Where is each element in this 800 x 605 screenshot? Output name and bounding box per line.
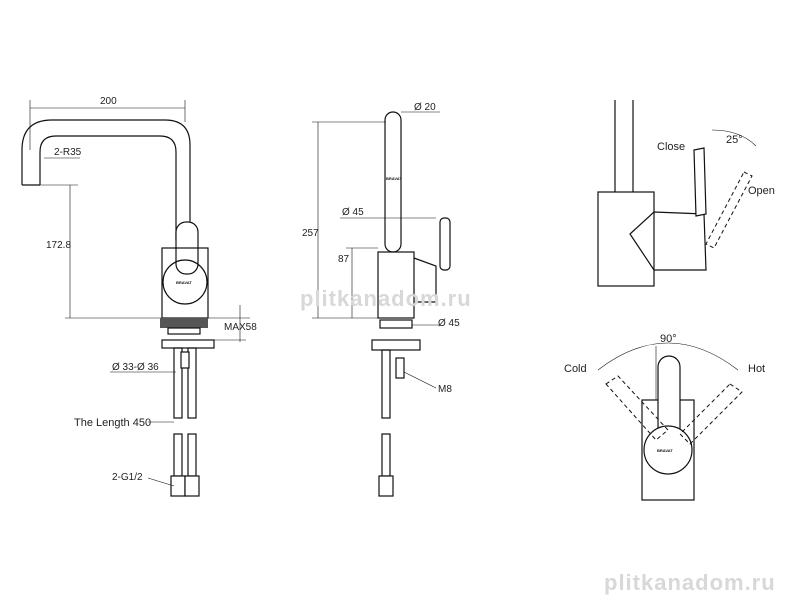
side-hose-bottom: [381, 433, 391, 477]
dim-1728: 172.8: [46, 240, 71, 251]
side-stud: [395, 357, 405, 379]
detail-lever-base: [629, 211, 707, 271]
watermark-center: plitkanadom.ru: [300, 286, 472, 311]
stud: [180, 351, 190, 369]
m8-leader: [403, 371, 437, 389]
lever-side-detail: Close 25° Open: [597, 100, 775, 287]
hose-left-bottom: [173, 433, 183, 477]
spout-outer: [21, 119, 191, 240]
angle-arc-25: [711, 129, 757, 147]
hose-right-bottom: [187, 433, 197, 477]
fixing-plate: [161, 339, 215, 349]
dim-87: 87: [338, 254, 350, 265]
spout-inner: [39, 135, 177, 240]
hose-left-top: [173, 347, 183, 419]
label-cold: Cold: [564, 363, 587, 375]
dim-diam-33-36: Ø 33-Ø 36: [112, 362, 159, 373]
side-spout: [384, 111, 402, 253]
side-body: [377, 251, 415, 319]
label-thread: 2-G1/2: [112, 472, 143, 483]
label-hot: Hot: [748, 363, 765, 375]
detail-lever-closed: [693, 147, 707, 217]
brand-mark-side: BRAVAT: [386, 176, 402, 181]
dim-d45-top: Ø 45: [342, 207, 364, 218]
watermark-corner: plitkanadom.ru: [604, 570, 776, 595]
side-lever-base: [413, 257, 437, 303]
dim-d20: Ø 20: [414, 102, 436, 113]
hose-right-top: [187, 347, 197, 419]
worktop-section: [160, 318, 208, 328]
detail-lever-open: [705, 171, 753, 249]
washer: [167, 327, 201, 335]
label-angle-90: 90°: [660, 333, 677, 345]
dim-257: 257: [302, 228, 319, 239]
label-open: Open: [748, 185, 775, 197]
label-m8: M8: [438, 384, 452, 395]
detail-body: [597, 191, 655, 287]
lever-top-detail: BRAVAT 90° Cold Hot: [564, 333, 765, 501]
thread-leader: [147, 477, 175, 487]
dim-radius: 2-R35: [54, 147, 82, 158]
brand-mark-front: BRAVAT: [176, 280, 192, 285]
side-lever: [439, 217, 451, 271]
side-washer: [379, 319, 413, 329]
side-nut: [378, 475, 394, 497]
side-view: BRAVAT Ø 20 Ø 45 257 87 Ø 45 M8: [302, 102, 460, 497]
label-the-length: The Length 450: [74, 417, 151, 429]
body-circle: [162, 259, 208, 305]
top-handle-circle: [643, 425, 693, 475]
label-angle-25: 25°: [726, 134, 743, 146]
label-close: Close: [657, 141, 685, 153]
angle-arc-90: [597, 342, 739, 371]
top-lever-hot: [679, 383, 743, 445]
front-view: BRAVAT 200 2-R35 172.8 MAX58 Ø 33-Ø 36: [21, 96, 257, 497]
brand-mark-top: BRAVAT: [657, 448, 673, 453]
dim-d45-bottom: Ø 45: [438, 318, 460, 329]
top-lever-cold: [605, 375, 669, 441]
side-hose-top: [381, 349, 391, 419]
dim-200: 200: [100, 96, 117, 107]
nut-right: [184, 475, 200, 497]
side-fixing-plate: [371, 339, 421, 351]
dim-max58: MAX58: [224, 322, 257, 333]
